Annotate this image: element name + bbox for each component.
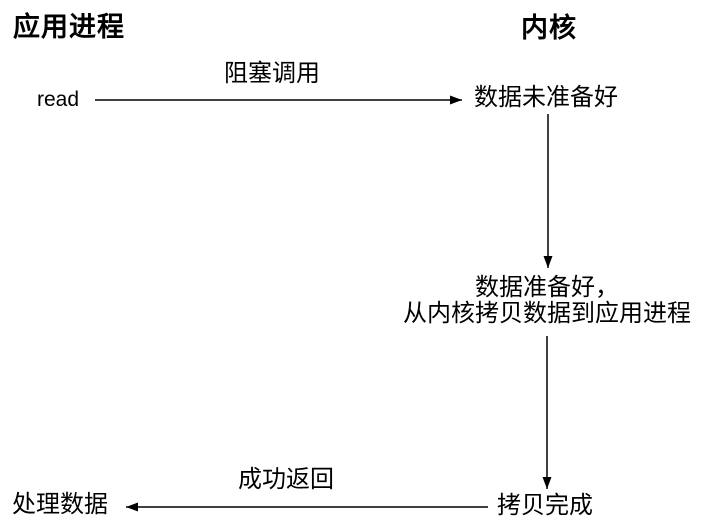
edge-label-blocking-call: 阻塞调用 [224,60,320,87]
node-copy-complete: 拷贝完成 [497,492,593,519]
node-read-call: read [37,88,80,111]
column-heading-kernel: 内核 [521,13,577,43]
column-heading-application-process: 应用进程 [13,12,125,42]
node-data-ready-line2: 从内核拷贝数据到应用进程 [403,300,691,327]
edge-label-success-return: 成功返回 [238,466,334,493]
node-process-data: 处理数据 [12,491,108,518]
node-data-ready-line1: 数据准备好， [475,274,619,301]
node-data-not-ready: 数据未准备好 [474,84,618,111]
node-data-ready-copying: 数据准备好， 从内核拷贝数据到应用进程 [403,275,691,327]
